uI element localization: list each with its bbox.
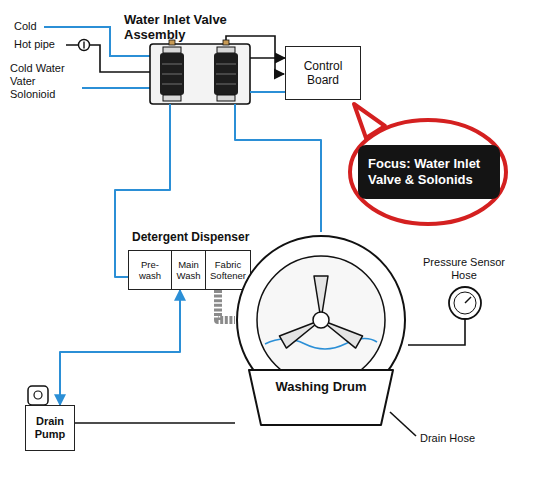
drain-pump: Drain Pump bbox=[25, 405, 75, 451]
pipe-label: Cold bbox=[14, 20, 54, 33]
callout-text: Focus: Water Inlet Valve & Solonids bbox=[368, 156, 490, 188]
pressure-sensor bbox=[465, 297, 471, 303]
pressure-sensor bbox=[454, 292, 476, 314]
solenoid-coil bbox=[160, 47, 184, 101]
hot-pipe bbox=[66, 45, 150, 72]
solenoid-leader bbox=[82, 87, 150, 89]
compartment-label: Pre-wash bbox=[131, 259, 169, 281]
detergent-dispenser: Detergent DispenserPre-washMain WashFabr… bbox=[128, 230, 254, 290]
callout-ring bbox=[350, 120, 506, 224]
flow-arrow bbox=[60, 290, 180, 405]
valve-assembly: Water Inlet Valve Assembly bbox=[118, 12, 250, 104]
hose-label: Drain Hose bbox=[420, 432, 500, 445]
control-wire bbox=[250, 57, 285, 59]
assembly-title: Water Inlet Valve Assembly bbox=[124, 12, 248, 42]
pipe-valve-symbol bbox=[79, 40, 90, 51]
pressure-sensor bbox=[449, 287, 481, 319]
dispenser-compartment: Main Wash bbox=[171, 250, 207, 290]
sensor-label: Pressure Sensor Hose bbox=[418, 256, 510, 282]
compartment-label: Main Wash bbox=[174, 259, 204, 281]
board-label: Control Board bbox=[286, 59, 360, 87]
dispenser-title: Detergent Dispenser bbox=[132, 230, 254, 245]
terminal bbox=[223, 40, 229, 45]
solenoid-label: Cold Water Vater Solonioid bbox=[10, 62, 80, 101]
pump-label: Drain Pump bbox=[26, 415, 74, 441]
valve-body bbox=[150, 44, 250, 104]
dispenser-compartment: Pre-wash bbox=[128, 250, 172, 290]
drum-outline bbox=[235, 232, 407, 428]
compartment-label: Fabric Softener bbox=[208, 259, 248, 281]
drum-label: Washing Drum bbox=[271, 379, 371, 394]
pump-motor bbox=[34, 391, 42, 399]
focus-callout: Focus: Water Inlet Valve & Solonids bbox=[358, 145, 500, 199]
pressure-hose bbox=[408, 319, 465, 345]
pipe-valve-symbol bbox=[83, 42, 84, 49]
signal-line bbox=[250, 91, 285, 93]
dispenser-hose bbox=[218, 290, 235, 320]
pipe-label: Hot pipe bbox=[14, 38, 66, 51]
drain-hose bbox=[390, 412, 416, 436]
control-board: Control Board bbox=[285, 46, 361, 100]
drain-line bbox=[75, 422, 235, 424]
water-line bbox=[235, 104, 321, 232]
control-wire bbox=[226, 36, 284, 74]
solenoid-coil bbox=[214, 47, 238, 101]
pump-motor bbox=[28, 386, 48, 405]
washing-drum: Washing Drum bbox=[235, 232, 407, 428]
